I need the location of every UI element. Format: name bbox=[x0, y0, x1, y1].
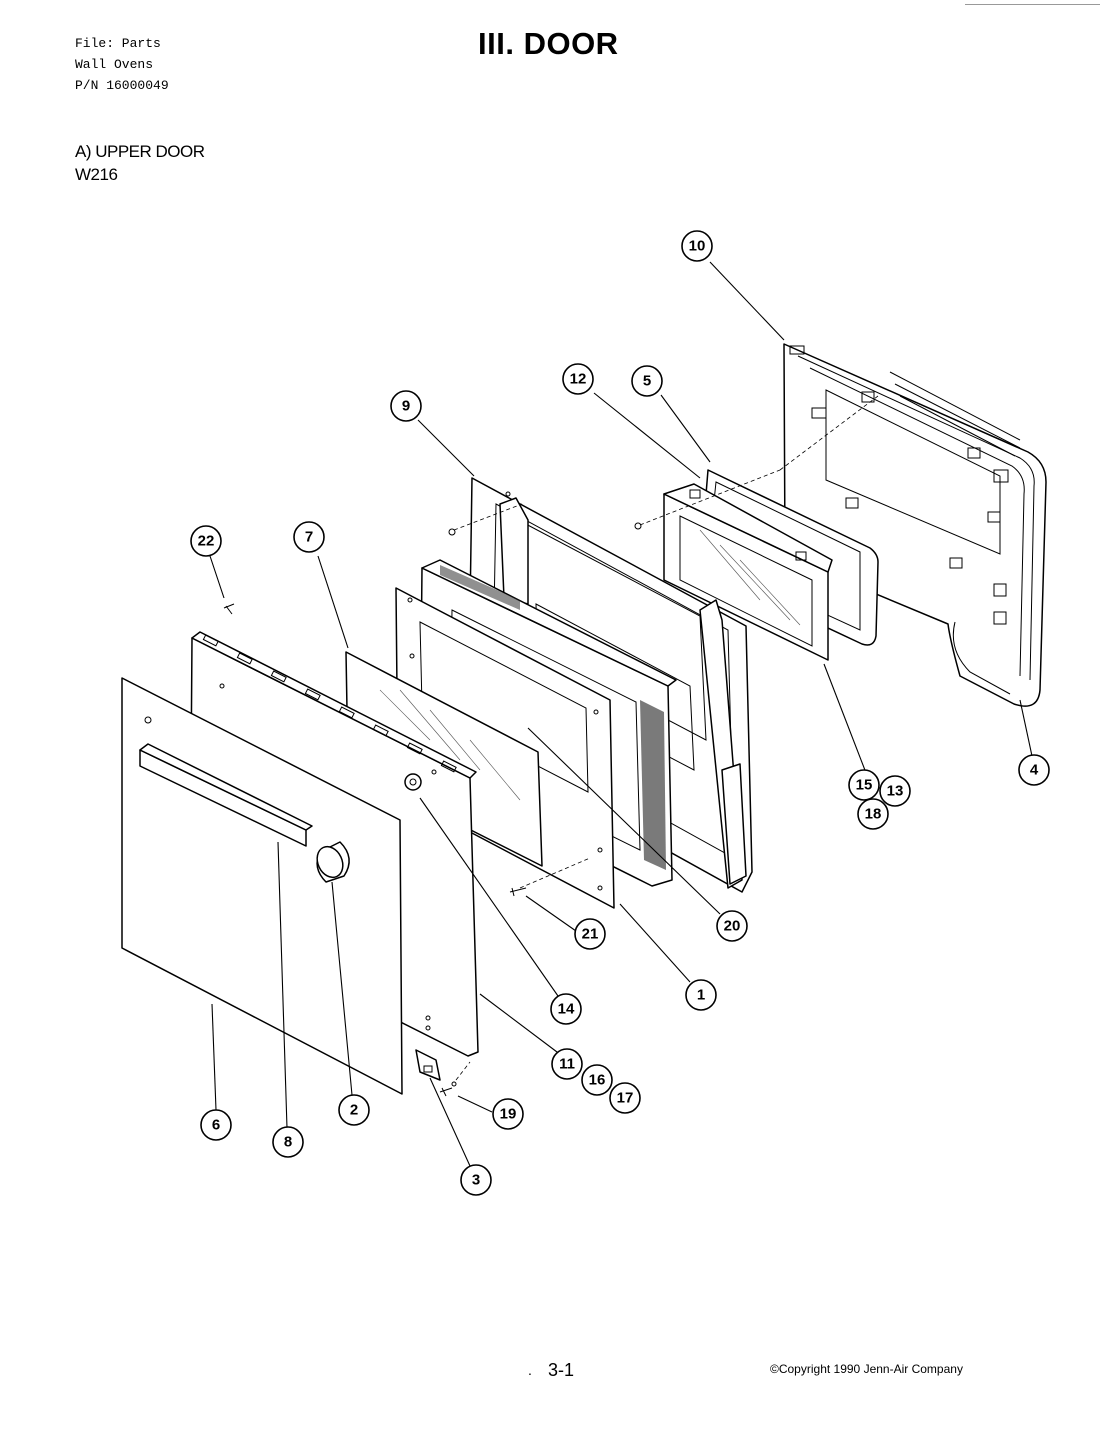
callout-2: 2 bbox=[338, 1094, 370, 1126]
part-hinge-bracket bbox=[415, 1049, 441, 1081]
callout-13: 13 bbox=[879, 775, 911, 807]
svg-text:8: 8 bbox=[284, 1134, 292, 1151]
svg-text:22: 22 bbox=[198, 533, 215, 550]
svg-text:6: 6 bbox=[212, 1117, 220, 1134]
callout-6: 6 bbox=[200, 1109, 232, 1141]
section-heading: A) UPPER DOOR W216 bbox=[75, 140, 205, 186]
top-rule bbox=[965, 4, 1100, 5]
file-line: P/N 16000049 bbox=[75, 78, 169, 93]
screws bbox=[223, 603, 527, 1097]
callout-1: 1 bbox=[685, 979, 717, 1011]
callout-19: 19 bbox=[492, 1098, 524, 1130]
svg-text:15: 15 bbox=[856, 777, 873, 794]
file-line: File: Parts bbox=[75, 36, 161, 51]
page-title: III. DOOR bbox=[478, 26, 619, 61]
page-marker: . bbox=[528, 1362, 532, 1378]
svg-text:18: 18 bbox=[865, 806, 882, 823]
part-bushing bbox=[404, 773, 422, 791]
svg-text:5: 5 bbox=[643, 373, 651, 390]
svg-text:20: 20 bbox=[724, 918, 741, 935]
callout-4: 4 bbox=[1018, 754, 1050, 786]
callout-20: 20 bbox=[716, 910, 748, 942]
copyright-notice: ©Copyright 1990 Jenn-Air Company bbox=[770, 1362, 963, 1376]
svg-text:11: 11 bbox=[559, 1056, 575, 1073]
callout-14: 14 bbox=[550, 993, 582, 1025]
callout-21: 21 bbox=[574, 918, 606, 950]
callout-22: 22 bbox=[190, 525, 222, 557]
svg-text:9: 9 bbox=[402, 398, 410, 415]
svg-text:14: 14 bbox=[558, 1001, 575, 1018]
svg-text:17: 17 bbox=[617, 1090, 634, 1107]
svg-text:21: 21 bbox=[582, 926, 599, 943]
file-info: File: Parts Wall Ovens P/N 16000049 bbox=[75, 33, 169, 96]
callout-10: 10 bbox=[681, 230, 713, 262]
alignment-lines bbox=[453, 395, 879, 1081]
svg-text:4: 4 bbox=[1030, 762, 1039, 779]
part-inner-glass bbox=[634, 483, 833, 661]
svg-text:3: 3 bbox=[472, 1172, 480, 1189]
callout-7: 7 bbox=[293, 521, 325, 553]
callout-9: 9 bbox=[390, 390, 422, 422]
part-door-liner bbox=[783, 343, 1047, 707]
svg-text:19: 19 bbox=[500, 1106, 517, 1123]
svg-text:2: 2 bbox=[350, 1102, 358, 1119]
callout-3: 3 bbox=[460, 1164, 492, 1196]
callout-16: 16 bbox=[581, 1064, 613, 1096]
part-handle bbox=[139, 743, 313, 847]
svg-text:12: 12 bbox=[570, 371, 587, 388]
callout-12: 12 bbox=[562, 363, 594, 395]
callout-8: 8 bbox=[272, 1126, 304, 1158]
svg-text:7: 7 bbox=[305, 529, 313, 546]
part-knob bbox=[316, 841, 350, 883]
file-line: Wall Ovens bbox=[75, 57, 154, 72]
callout-18: 18 bbox=[857, 798, 889, 830]
callout-15: 15 bbox=[848, 769, 880, 801]
callout-17: 17 bbox=[609, 1082, 641, 1114]
svg-text:1: 1 bbox=[697, 987, 705, 1004]
svg-text:10: 10 bbox=[689, 238, 706, 255]
svg-text:16: 16 bbox=[589, 1072, 606, 1089]
model-number: W216 bbox=[75, 165, 118, 184]
section-title: A) UPPER DOOR bbox=[75, 142, 205, 161]
page-number: 3-1 bbox=[548, 1360, 575, 1380]
callout-11: 11 bbox=[551, 1048, 583, 1080]
callout-5: 5 bbox=[631, 365, 663, 397]
leader-lines bbox=[209, 261, 1033, 1167]
svg-text:13: 13 bbox=[887, 783, 904, 800]
